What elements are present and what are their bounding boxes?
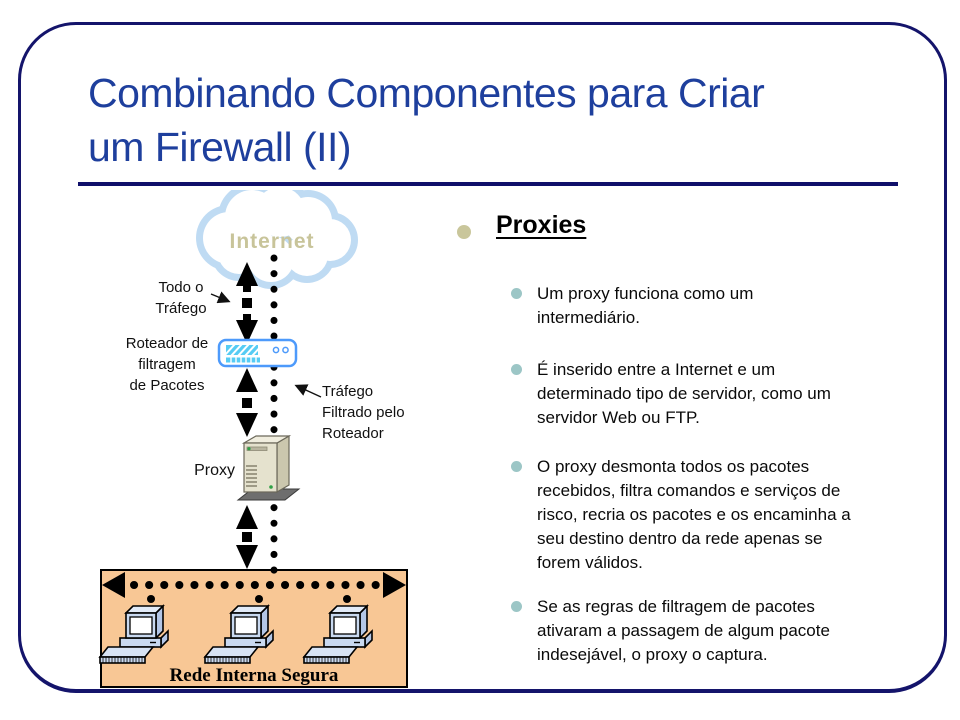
sub-bullet-icon: [511, 288, 522, 299]
annotation-arrow-trafego-filtrado: [294, 384, 322, 398]
traffic-arrow-cloud-router: [236, 262, 258, 344]
router-icon: [217, 338, 298, 368]
bullet-item-3: O proxy desmonta todos os pacotes recebi…: [511, 455, 921, 575]
lan-dotted-arrow: [102, 572, 406, 603]
bullet-text: O proxy desmonta todos os pacotes recebi…: [537, 457, 851, 572]
slide-border: [18, 22, 947, 693]
bullet-text: Um proxy funciona como um intermediário.: [537, 284, 754, 327]
traffic-arrow-proxy-network: [236, 505, 258, 569]
todo-trafego-label: Todo o Tráfego: [155, 279, 207, 317]
main-bullet-icon: [457, 225, 471, 239]
internet-label: Internet: [229, 230, 315, 253]
internet-cloud-icon: [196, 190, 358, 289]
sub-bullet-icon: [511, 601, 522, 612]
roteador-filtragem-label: Roteador de filtragem de Pacotes: [125, 335, 209, 394]
bullet-text: Se as regras de filtragem de pacotes ati…: [537, 597, 830, 664]
proxy-server-icon: [236, 434, 301, 501]
section-heading-proxies: Proxies: [496, 211, 587, 239]
trafego-filtrado-label: Tráfego Filtrado pelo Roteador: [322, 383, 405, 442]
traffic-arrow-router-proxy: [236, 368, 258, 437]
proxy-label: Proxy: [194, 462, 235, 479]
bullet-item-4: Se as regras de filtragem de pacotes ati…: [511, 595, 921, 667]
firewall-diagram: [99, 190, 408, 688]
page-title: Combinando Componentes para Criar um Fir…: [88, 70, 765, 170]
bullet-item-1: Um proxy funciona como um intermediário.: [511, 282, 921, 330]
annotation-arrow-todo-trafego: [210, 291, 231, 304]
bullet-item-2: É inserido entre a Internet e um determi…: [511, 358, 921, 430]
title-divider: [78, 182, 898, 186]
rede-interna-segura-label: Rede Interna Segura: [169, 665, 339, 686]
sub-bullet-icon: [511, 461, 522, 472]
bullet-text: É inserido entre a Internet e um determi…: [537, 360, 831, 427]
sub-bullet-icon: [511, 364, 522, 375]
